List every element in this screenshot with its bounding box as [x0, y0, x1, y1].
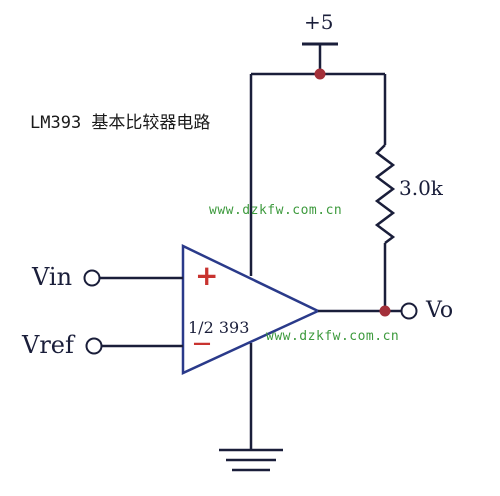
inverting-sign: — [193, 333, 211, 354]
diagram-title: LM393 基本比较器电路 [30, 113, 211, 133]
resistor-label: 3.0k [399, 176, 443, 200]
top-junction-dot [314, 68, 326, 80]
vref-terminal [85, 337, 103, 355]
output-terminal [400, 302, 418, 320]
output-junction-dot [379, 305, 391, 317]
watermark-lower: www.dzkfw.com.cn [266, 329, 400, 344]
opamp-label: 1/2 393 [188, 318, 250, 337]
reference-label: Vref [22, 331, 74, 359]
vin-terminal [83, 269, 101, 287]
supply-label: +5 [304, 10, 334, 34]
ground-icon [219, 448, 283, 472]
output-label: Vo [426, 298, 454, 323]
input-label: Vin [32, 263, 73, 291]
comparator-triangle [181, 244, 321, 375]
watermark-upper: www.dzkfw.com.cn [209, 203, 343, 218]
non-inverting-sign: + [195, 259, 219, 292]
pullup-resistor [374, 144, 396, 244]
